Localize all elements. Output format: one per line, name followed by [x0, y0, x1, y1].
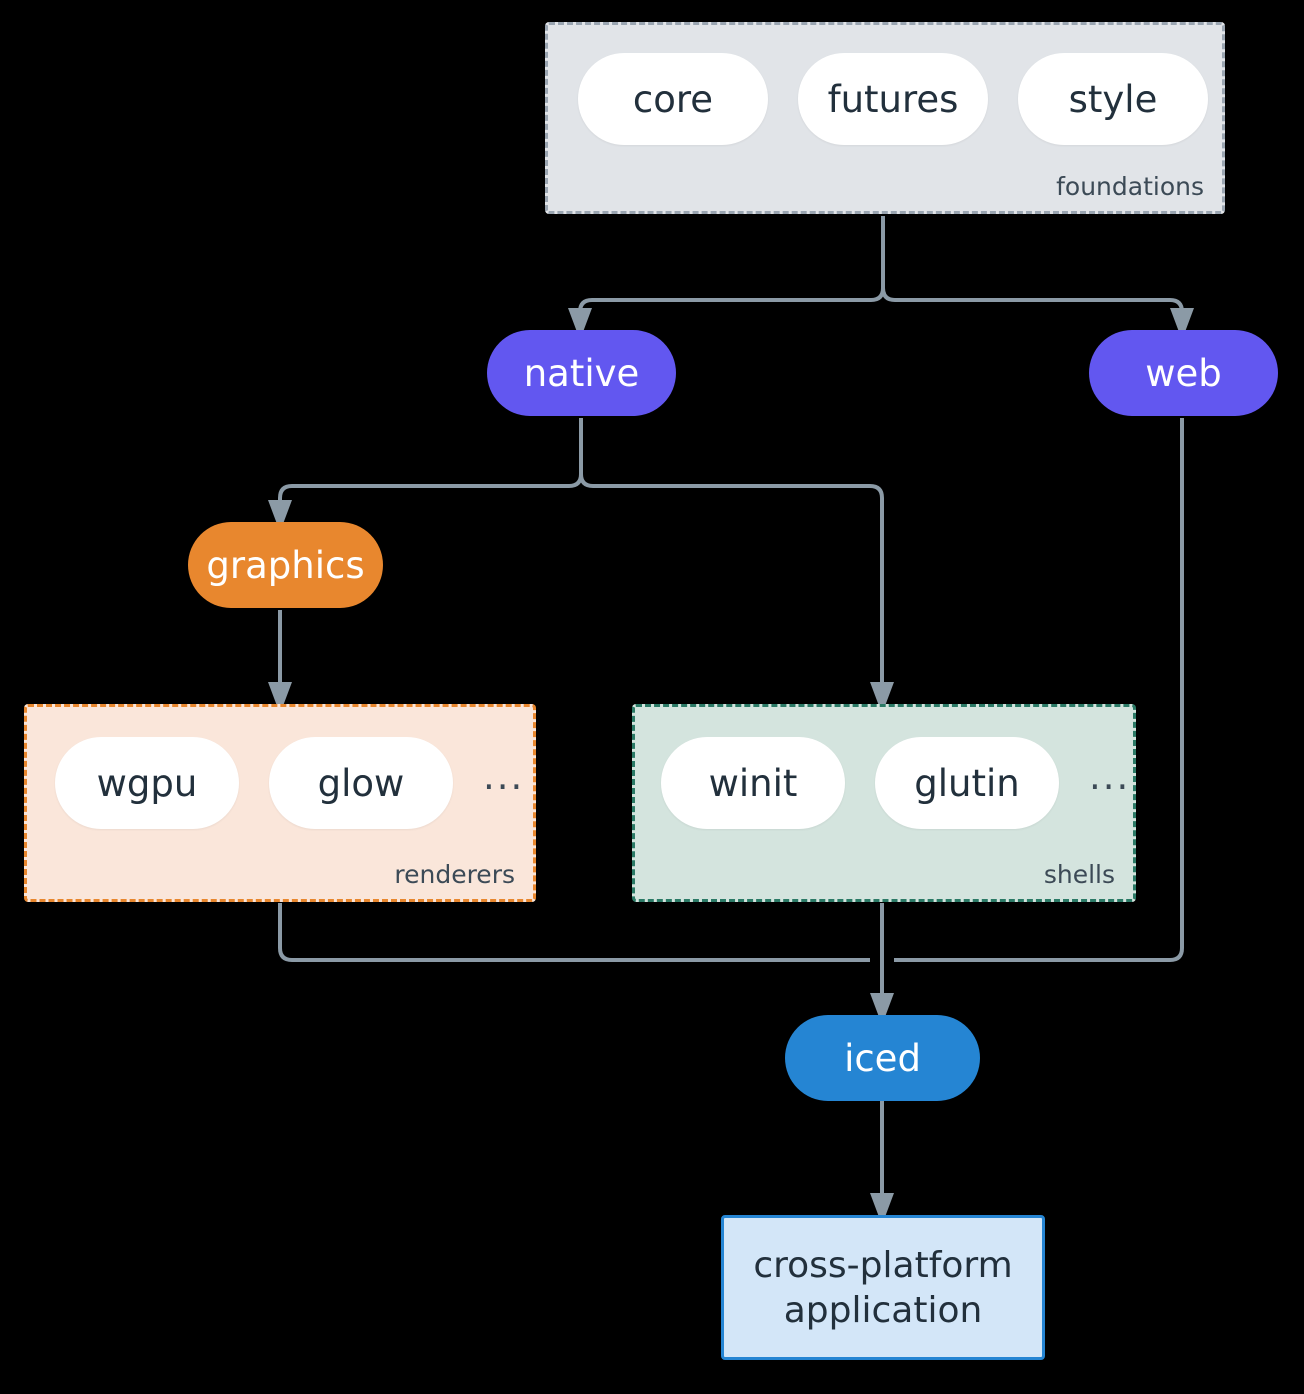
- application-line-1: cross-platform: [753, 1244, 1013, 1286]
- chip-core[interactable]: core: [578, 53, 768, 145]
- renderers-chip-list: wgpu glow ...: [55, 737, 524, 829]
- node-web[interactable]: web: [1089, 330, 1278, 416]
- group-label-shells: shells: [1043, 860, 1115, 889]
- shells-chip-list: winit glutin ...: [661, 737, 1130, 829]
- chip-style[interactable]: style: [1018, 53, 1208, 145]
- shells-more-ellipsis: ...: [1089, 754, 1131, 798]
- chip-wgpu[interactable]: wgpu: [55, 737, 239, 829]
- group-shells: winit glutin ... shells: [632, 704, 1136, 902]
- chip-glow[interactable]: glow: [269, 737, 453, 829]
- renderers-more-ellipsis: ...: [483, 754, 525, 798]
- group-foundations: core futures style foundations: [545, 22, 1225, 214]
- chip-glutin[interactable]: glutin: [875, 737, 1059, 829]
- group-label-foundations: foundations: [1056, 172, 1204, 201]
- group-label-renderers: renderers: [394, 860, 515, 889]
- node-graphics[interactable]: graphics: [188, 522, 383, 608]
- node-native[interactable]: native: [487, 330, 676, 416]
- application-line-2: application: [783, 1289, 983, 1331]
- chip-futures[interactable]: futures: [798, 53, 988, 145]
- edge-foundations-to-platforms: [568, 216, 1194, 340]
- node-cross-platform-application[interactable]: cross-platform application: [721, 1215, 1045, 1360]
- foundations-chip-list: core futures style: [578, 53, 1208, 145]
- node-iced[interactable]: iced: [785, 1015, 980, 1101]
- group-renderers: wgpu glow ... renderers: [24, 704, 536, 902]
- chip-winit[interactable]: winit: [661, 737, 845, 829]
